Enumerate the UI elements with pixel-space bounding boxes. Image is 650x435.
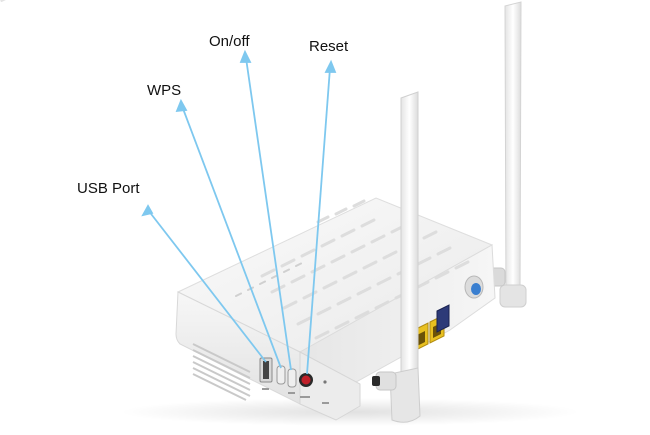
on-off-label: On/off bbox=[209, 33, 250, 50]
top-vents bbox=[0, 0, 14, 2]
usb-callout-arrowhead bbox=[141, 204, 154, 217]
reset-callout-line bbox=[306, 67, 331, 375]
reset-callout-arrowhead bbox=[324, 59, 337, 73]
on-off-button bbox=[287, 368, 297, 388]
usb-callout-line bbox=[147, 209, 267, 363]
onoff-callout-line bbox=[245, 57, 292, 371]
front-antenna bbox=[372, 91, 421, 423]
reset-label: Reset bbox=[309, 38, 349, 55]
front-vent-grille bbox=[192, 343, 251, 401]
usb-port-label: USB Port bbox=[77, 180, 140, 197]
wps-label: WPS bbox=[147, 82, 182, 99]
usb-port bbox=[259, 357, 273, 383]
callout-lines bbox=[141, 49, 337, 375]
wps-callout-arrowhead bbox=[175, 98, 188, 113]
power-reset-button bbox=[299, 373, 313, 387]
coax-connector bbox=[464, 275, 484, 299]
pon-port bbox=[436, 304, 450, 333]
reset-pinhole bbox=[323, 380, 327, 384]
onoff-callout-arrowhead bbox=[239, 49, 252, 63]
wps-callout-line bbox=[181, 105, 282, 369]
wps-button bbox=[276, 365, 286, 385]
